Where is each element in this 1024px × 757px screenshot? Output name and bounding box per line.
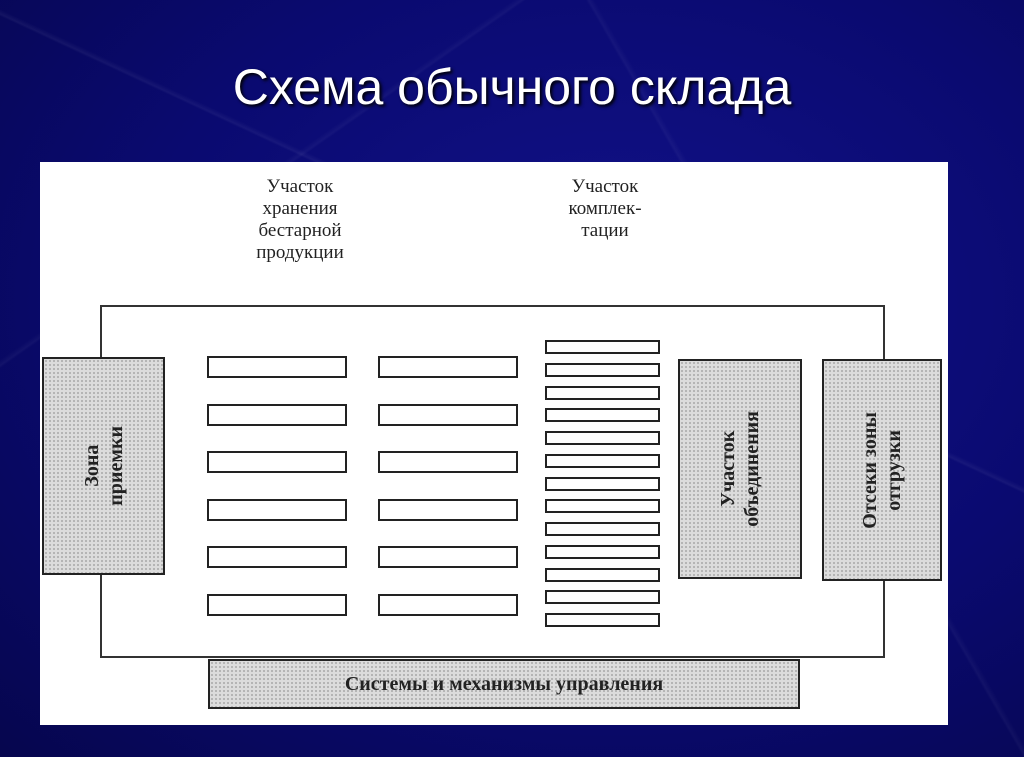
picking-rack xyxy=(545,431,660,445)
slide-title: Схема обычного склада xyxy=(232,59,792,115)
storage-rack xyxy=(378,546,518,569)
picking-rack xyxy=(545,408,660,423)
storage-rack xyxy=(378,451,518,474)
storage-rack xyxy=(207,403,347,426)
picking-rack xyxy=(545,476,660,491)
warehouse-diagram: Участок хранения бестарной продукции Уча… xyxy=(40,162,948,725)
storage-rack xyxy=(207,546,347,569)
storage-rack xyxy=(378,594,518,616)
storage-rack xyxy=(207,356,347,378)
receiving-zone-label: Зона приемки xyxy=(80,426,127,506)
storage-rack xyxy=(207,498,347,521)
control-systems-label: Системы и механизмы управления xyxy=(344,672,664,695)
picking-rack xyxy=(545,522,660,536)
picking-rack xyxy=(545,385,660,400)
consolidation-area: Участок объединения xyxy=(678,359,802,579)
storage-rack xyxy=(207,451,347,474)
picking-rack xyxy=(545,453,660,468)
picking-rack xyxy=(545,613,660,627)
picking-rack xyxy=(545,567,660,582)
picking-rack xyxy=(545,340,660,354)
storage-rack xyxy=(207,594,347,616)
picking-rack xyxy=(545,362,660,377)
receiving-zone: Зона приемки xyxy=(42,357,165,575)
shipping-bays-label: Отсеки зоны отгрузки xyxy=(859,411,905,529)
control-systems-bar: Системы и механизмы управления xyxy=(208,659,800,709)
consolidation-area-label: Участок объединения xyxy=(717,411,763,527)
picking-rack xyxy=(545,590,660,605)
shipping-bays: Отсеки зоны отгрузки xyxy=(822,359,942,581)
storage-rack xyxy=(378,403,518,426)
picking-rack xyxy=(545,544,660,559)
picking-area-label: Участок комплек- тации xyxy=(568,176,642,241)
picking-rack xyxy=(545,499,660,514)
storage-area-label: Участок хранения бестарной продукции xyxy=(256,176,344,263)
storage-rack xyxy=(378,498,518,521)
storage-rack xyxy=(378,356,518,378)
